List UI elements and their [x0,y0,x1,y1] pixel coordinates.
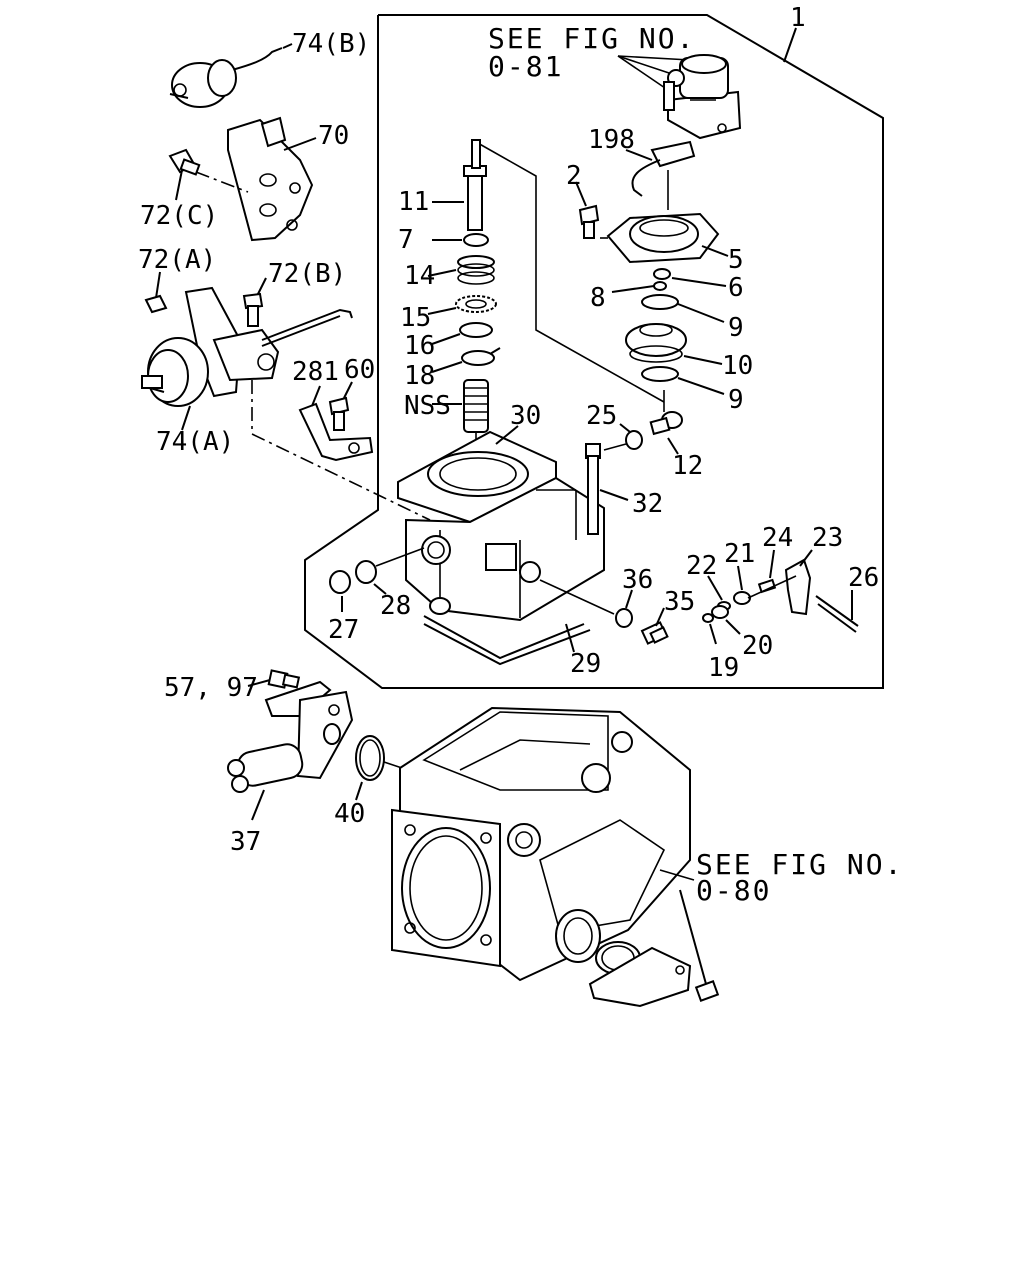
callout-16: 18 [404,361,435,391]
callout-281: 281 [292,357,339,387]
callout-20: 20 [742,631,773,661]
callout-24: 23 [812,523,843,553]
callout-2: 2 [566,161,582,191]
callout-72a: 72(A) [138,245,216,275]
callout-74b: 74(B) [292,29,370,59]
seal-15 [459,322,493,338]
bolt-72b [242,292,264,327]
bolt-60 [328,396,350,431]
callout-12: 11 [398,187,429,217]
plug-27 [329,570,351,594]
plate-9-upper [641,294,679,310]
callout-26: 26 [848,563,879,593]
callout-37: 40 [334,799,365,829]
bolt-72c [168,148,201,176]
spring-22 [733,591,751,605]
actuator-74a [141,286,353,407]
see-fig-bottom-line2: 0-80 [696,874,771,907]
callout-7: 14 [404,261,435,291]
bolt-25 [649,411,683,436]
callout-21: 22 [686,551,717,581]
reference-gasket-080 [588,941,720,1008]
callout-23: 24 [762,523,793,553]
callout-27: 27 [328,615,359,645]
idle-valve-40 [227,680,354,793]
callout-22: 21 [724,539,755,569]
diaphragm-cover-5 [606,212,720,264]
callout-40: 37 [230,827,261,857]
washer-36 [615,608,633,628]
callout-19: 19 [708,653,739,683]
callout-5: 5 [728,245,744,275]
callout-25: 12 [672,451,703,481]
callout-1: 1 [790,3,806,33]
washer-11 [463,233,489,247]
callout-6: 6 [728,273,744,303]
throttle-housing-080 [391,706,691,982]
nut-6 [653,268,671,280]
callout-10: 10 [722,351,753,381]
screw-57-97 [267,669,301,689]
bracket-281 [298,402,374,462]
callout-70: 70 [318,121,349,151]
washer-30 [625,430,643,450]
callout-36: 36 [622,565,653,595]
callout-74a: 74(A) [156,427,234,457]
spring-18 [463,379,489,433]
washer-8 [653,281,667,291]
diaphragm-10 [625,323,687,363]
callout-8: 8 [590,283,606,313]
assembly-boundary [304,14,884,689]
callout-9-lower: 9 [728,385,744,415]
see-fig-bottom-line1: SEE FIG NO. [696,848,903,881]
callout-14: 15 [400,303,431,333]
callout-57-97: 57, 97 [164,673,258,703]
bracket-70 [227,116,314,242]
callout-28: 28 [380,591,411,621]
plate-9-lower [641,366,679,382]
callout-30: 25 [586,401,617,431]
screw-2 [578,204,600,239]
pin-23 [757,578,777,594]
see-fig-top-line1: SEE FIG NO. [488,22,695,55]
throttle-body-nss [397,430,605,666]
seal-20 [711,605,729,619]
callout-32: 32 [632,489,663,519]
spring-7 [457,255,495,285]
oring-19 [702,613,714,623]
return-spring-16 [461,347,501,366]
callout-9-upper: 9 [728,313,744,343]
bolt-72a [144,294,168,314]
bolt-32 [585,443,601,535]
callout-18: NSS [404,391,451,421]
callout-72b: 72(B) [268,259,346,289]
callout-nss: 30 [510,401,541,431]
callout-11: 7 [398,225,414,255]
see-fig-top-line2: 0-81 [488,50,563,83]
callout-60: 60 [344,355,375,385]
bolt-35 [640,621,669,645]
gear-14 [455,295,497,313]
plug-28 [355,560,377,584]
callout-72c: 72(C) [140,201,218,231]
callout-29: 29 [570,649,601,679]
callout-15: 16 [404,331,435,361]
callout-35: 35 [664,587,695,617]
spring-clip-198 [631,140,696,197]
actuator-74b [169,47,283,108]
oring-37 [355,735,385,781]
reference-part-081 [617,54,742,140]
shaft-12 [463,139,487,231]
callout-198: 198 [588,125,635,155]
rod-26 [815,595,859,627]
lever-24 [784,558,812,616]
